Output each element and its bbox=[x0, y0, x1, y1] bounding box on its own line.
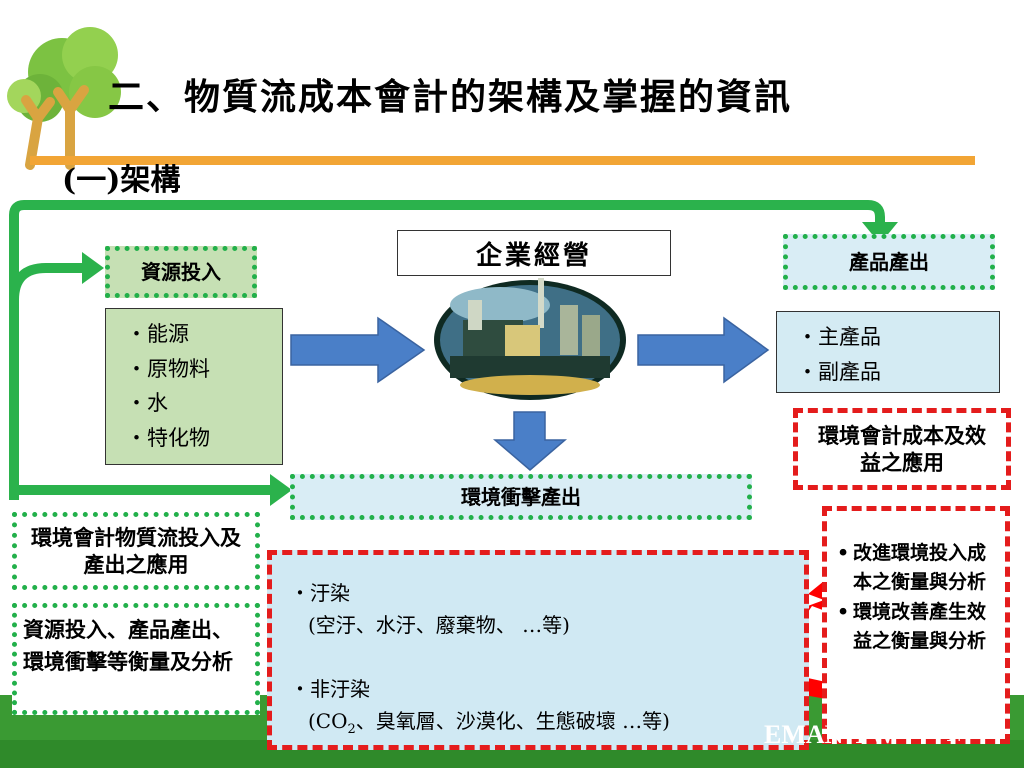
product-output-list: ・主產品 ・副產品 bbox=[776, 311, 1000, 393]
list-item: •環境改善產生效益之衡量與分析 bbox=[837, 600, 987, 653]
acct-cost-benefit-box: 環境會計成本及效益之應用 bbox=[793, 408, 1011, 490]
list-item: ・水 bbox=[126, 391, 168, 416]
acct-material-flow-label: 環境會計物質流投入及產出之應用 bbox=[31, 524, 241, 577]
resource-input-list: ・能源 ・原物料 ・水 ・特化物 bbox=[105, 308, 283, 465]
page-title: 二、物質流成本會計的架構及掌握的資訊 bbox=[108, 76, 793, 118]
list-item: ・特化物 bbox=[126, 425, 210, 450]
green-arrowheads bbox=[82, 222, 898, 506]
measurement-box: 資源投入、產品產出、環境衝擊等衡量及分析 bbox=[12, 603, 260, 715]
section-subtitle: (一)架構 bbox=[62, 163, 181, 198]
arrow-input-to-company bbox=[290, 316, 426, 384]
product-output-label: 產品產出 bbox=[849, 250, 929, 274]
acct-cost-benefit-label: 環境會計成本及效益之應用 bbox=[818, 422, 986, 475]
arrow-company-to-impact bbox=[492, 411, 568, 471]
arrow-company-to-product bbox=[637, 316, 770, 384]
pollution-detail: (空汙、水汙、廢棄物、 …等) bbox=[308, 613, 570, 637]
page-number: 14 bbox=[946, 728, 962, 744]
company-operations-label: 企業經營 bbox=[475, 240, 592, 271]
tree-logo-icon bbox=[7, 27, 121, 170]
list-item: ・原物料 bbox=[126, 356, 210, 381]
env-impact-label-box: 環境衝擊產出 bbox=[290, 474, 752, 520]
non-pollution-item: ・非汙染 bbox=[290, 677, 370, 701]
resource-input-label: 資源投入 bbox=[141, 260, 221, 284]
acct-material-flow-box: 環境會計物質流投入及產出之應用 bbox=[12, 512, 260, 590]
resource-input-label-box: 資源投入 bbox=[105, 246, 257, 298]
measurement-label: 資源投入、產品產出、環境衝擊等衡量及分析 bbox=[23, 617, 233, 674]
env-impact-label: 環境衝擊產出 bbox=[461, 485, 581, 509]
list-item: ・能源 bbox=[126, 322, 189, 346]
factory-icon bbox=[434, 278, 626, 400]
green-connectors bbox=[9, 200, 885, 500]
list-item: •改進環境投入成本之衡量與分析 bbox=[837, 542, 987, 594]
footer-brand: EMAN-TW bbox=[764, 720, 896, 749]
non-pollution-detail: (CO2、臭氧層、沙漠化、生態破壞 …等) bbox=[308, 709, 670, 737]
blue-arrows bbox=[290, 316, 770, 471]
pollution-box: ・汙染 (空汙、水汙、廢棄物、 …等) ・非汙染 (CO2、臭氧層、沙漠化、生態… bbox=[267, 550, 809, 750]
company-operations-box: 企業經營 bbox=[397, 230, 671, 276]
product-output-label-box: 產品產出 bbox=[783, 234, 995, 290]
list-item: ・主產品 bbox=[797, 325, 881, 349]
pollution-item: ・汙染 bbox=[290, 581, 350, 605]
list-item: ・副產品 bbox=[797, 359, 881, 384]
improvements-box: •改進環境投入成本之衡量與分析 •環境改善產生效益之衡量與分析 bbox=[822, 506, 1010, 744]
title-rule bbox=[30, 156, 975, 165]
